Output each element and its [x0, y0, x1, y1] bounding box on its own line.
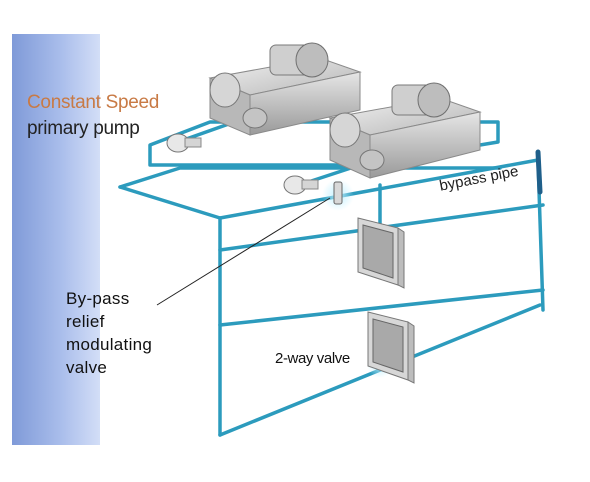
constant-speed-label: Constant Speed	[27, 92, 160, 113]
valve-leader-line	[156, 197, 331, 306]
side-gradient-panel	[12, 34, 100, 445]
bypass-valve	[333, 181, 343, 205]
bypass-valve-label: By-pass relief modulating valve	[66, 287, 152, 379]
branch-pipe-2	[218, 288, 545, 327]
fan-coil-unit-2	[367, 311, 415, 384]
valve-label-line: modulating	[66, 335, 153, 354]
valve-label-line: relief	[66, 312, 105, 331]
valve-label-line: By-pass	[66, 289, 130, 308]
fan-coil-unit-1	[357, 217, 405, 289]
chiller-unit-1	[208, 42, 362, 136]
chiller-loop-pipe	[148, 120, 500, 167]
primary-pump-1	[166, 133, 202, 153]
valve-label-line: valve	[66, 358, 108, 377]
primary-pump-label: primary pump	[27, 118, 140, 139]
two-way-valve-label: 2-way valve	[275, 350, 350, 367]
primary-pump-2	[283, 175, 319, 195]
pipe-network	[118, 118, 545, 437]
bypass-pipe-segment	[535, 149, 543, 195]
chiller-unit-2	[328, 82, 482, 179]
